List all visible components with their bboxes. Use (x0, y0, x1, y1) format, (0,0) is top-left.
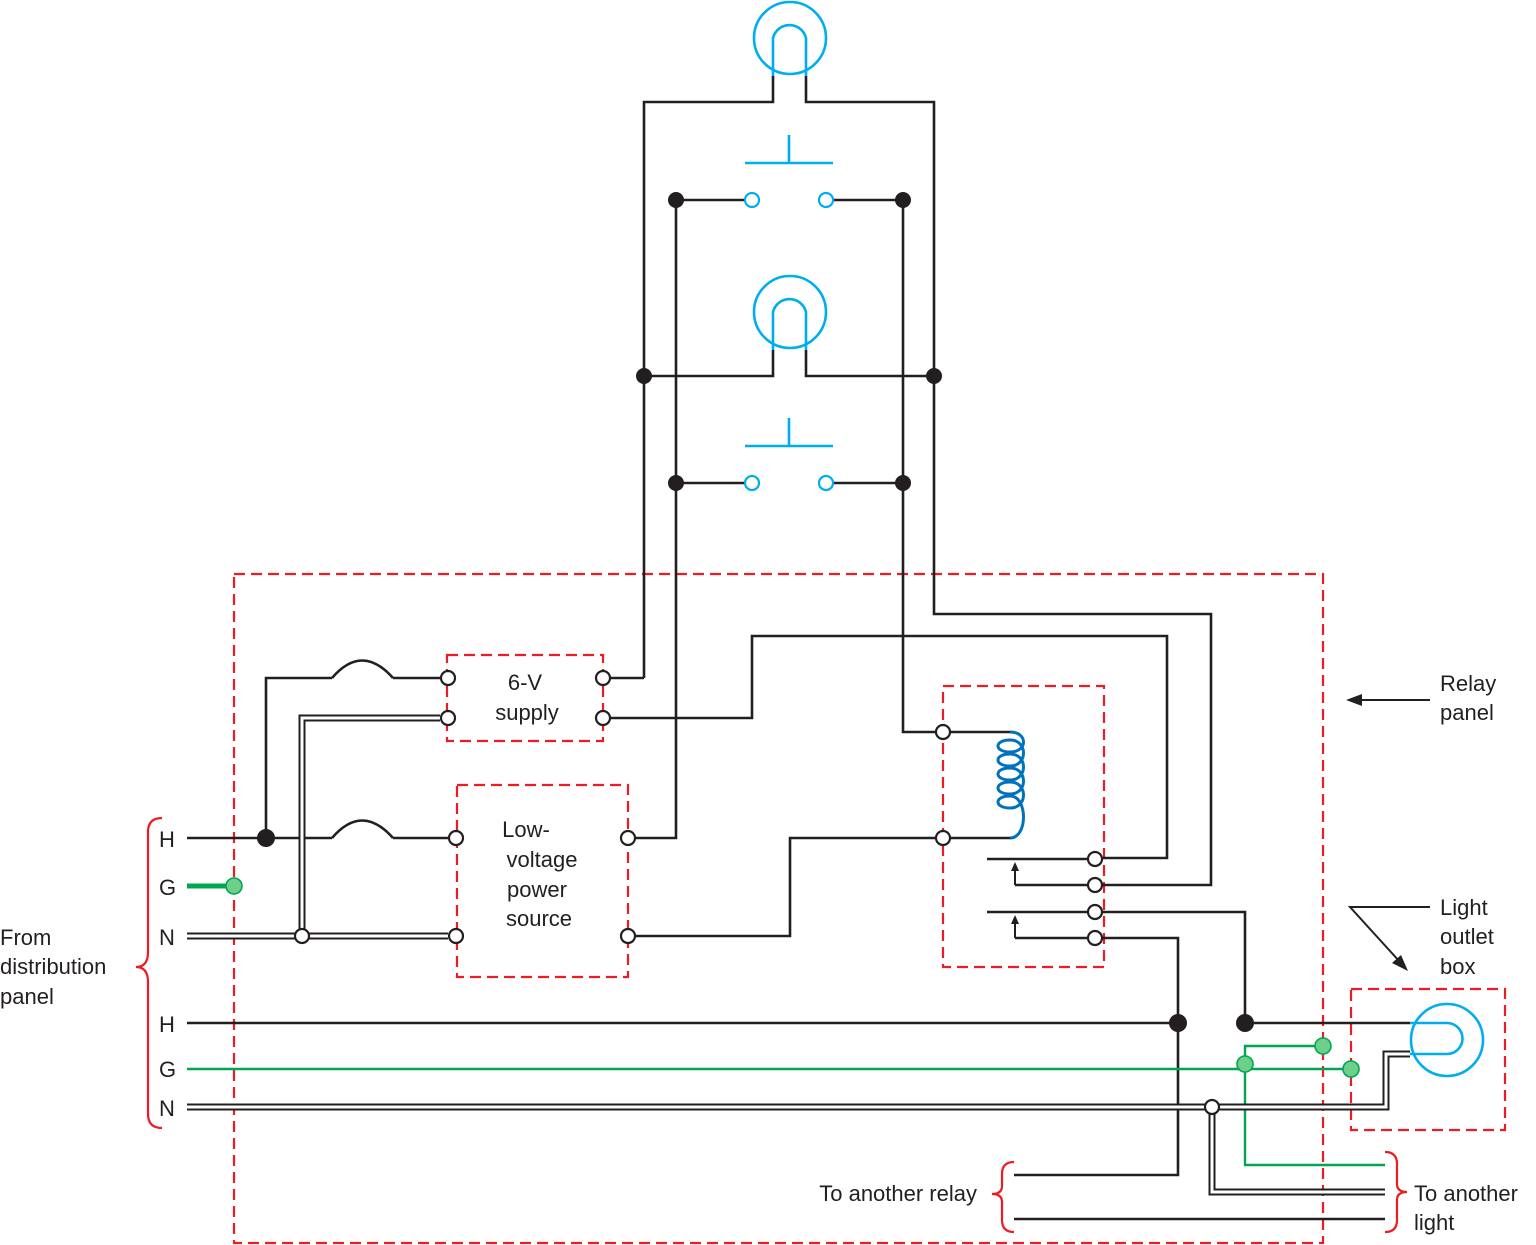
n-upper-label: N (159, 925, 175, 950)
neutral-feed-wiring (187, 714, 448, 945)
relay-hot-to-another-relay (1014, 936, 1180, 1177)
from-dist-label-3: panel (0, 984, 54, 1009)
lv-label-1: Low- (502, 817, 550, 842)
relay-coil (943, 730, 1025, 840)
h-upper-label: H (159, 827, 175, 852)
light-outlet-label-2: outlet (1440, 924, 1494, 949)
branch-ground-wiring (187, 1037, 1385, 1167)
h-lower-label: H (159, 1012, 175, 1037)
g-lower-label: G (159, 1057, 176, 1082)
branch-hot-junction (1169, 1014, 1187, 1032)
light-outlet-label-3: box (1440, 954, 1475, 979)
branch-neutral-wiring (187, 1050, 1410, 1196)
pushbutton-switch-1 (743, 135, 835, 209)
to-another-relay-label: To another relay (819, 1181, 977, 1206)
low-voltage-source-box (455, 783, 630, 979)
outlet-lamp (1409, 1002, 1485, 1078)
to-another-light-label-2: light (1414, 1210, 1454, 1235)
to-another-light-brace (1384, 1150, 1408, 1234)
lamp-1 (752, 0, 828, 76)
from-dist-label-2: distribution (0, 954, 106, 979)
from-distribution-brace (135, 816, 163, 1130)
terminals (439, 669, 1104, 947)
light-outlet-box (1349, 987, 1507, 1132)
g-upper-label: G (159, 875, 176, 900)
lv-return-wire (628, 836, 943, 938)
to-another-relay-brace (991, 1160, 1015, 1234)
relay-contacts (987, 857, 1095, 940)
relay-panel-label-1: Relay (1440, 671, 1496, 696)
switched-hot-to-light (1103, 910, 1410, 1025)
relay-panel-box (232, 572, 1325, 1245)
switched-hot-junction (1236, 1014, 1254, 1032)
lamp-2 (752, 274, 828, 350)
supply-6v-label-1: 6-V (508, 670, 543, 695)
n-lower-label: N (159, 1096, 175, 1121)
lv-label-4: source (506, 906, 572, 931)
to-another-light-label-1: To another (1414, 1181, 1518, 1206)
lv-label-3: power (507, 877, 567, 902)
supply-6v-box (445, 653, 605, 743)
switch-junctions (636, 192, 942, 491)
switch-loop-wiring (611, 76, 1213, 887)
relay-panel-label-2: panel (1440, 700, 1494, 725)
hot-feed-wiring (187, 659, 448, 847)
ground-feed-wiring (187, 877, 243, 895)
pushbutton-switch-2 (743, 418, 835, 492)
lv-label-2: voltage (507, 847, 578, 872)
relay-panel-arrow (1346, 694, 1430, 706)
light-outlet-label-1: Light (1440, 895, 1488, 920)
from-dist-label-1: From (0, 925, 51, 950)
light-outlet-arrow (1347, 906, 1430, 971)
supply-6v-label-2: supply (495, 700, 559, 725)
